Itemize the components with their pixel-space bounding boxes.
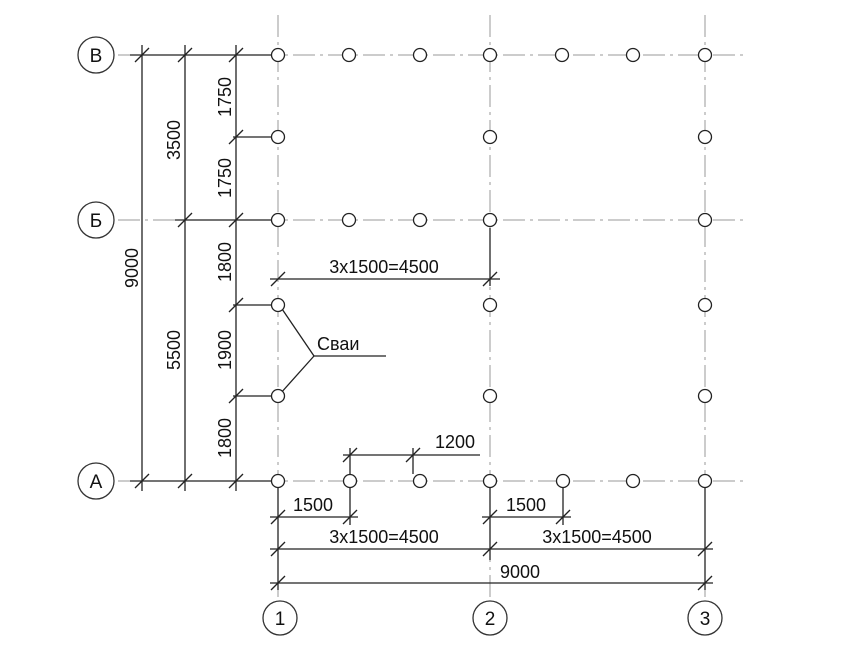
pile (482, 47, 498, 63)
dim-1200: 1200 (435, 432, 475, 452)
dim-1900: 1900 (215, 330, 235, 370)
pile (270, 47, 286, 63)
pile (555, 473, 571, 489)
pile (342, 473, 358, 489)
pile (625, 473, 641, 489)
column-axis-bubbles: 1 2 3 (262, 600, 723, 636)
pile (412, 473, 428, 489)
dim-1750-top: 1750 (215, 77, 235, 117)
dim-5500: 5500 (164, 330, 184, 370)
piles (270, 47, 713, 489)
pile (482, 212, 498, 228)
pile (270, 129, 286, 145)
pile (482, 388, 498, 404)
pile (412, 212, 428, 228)
dim-1500-right: 1500 (506, 495, 546, 515)
axis-bubble-1 (262, 600, 298, 636)
inner-dimension-row-b (270, 228, 500, 287)
axis-bubble-a (77, 462, 115, 500)
pile (697, 47, 713, 63)
dim-4500-right: 3x1500=4500 (542, 527, 652, 547)
piles-callout-leader (279, 305, 386, 395)
pile (554, 47, 570, 63)
pile (341, 47, 357, 63)
axis-label-1: 1 (275, 609, 286, 630)
bottom-dimension-chains (270, 488, 713, 591)
pile (697, 129, 713, 145)
dim-1800-bottom: 1800 (215, 418, 235, 458)
pile (697, 473, 713, 489)
axis-label-3: 3 (700, 609, 711, 630)
row-axis-bubbles: В Б А (77, 36, 115, 500)
pile (270, 473, 286, 489)
pile (412, 47, 428, 63)
pile (697, 212, 713, 228)
pile (341, 212, 357, 228)
pile (482, 473, 498, 489)
dim-9000-vertical: 9000 (122, 248, 142, 288)
axis-label-a: А (90, 472, 103, 493)
axis-label-2: 2 (485, 609, 496, 630)
pile (482, 297, 498, 313)
dim-4500-left: 3x1500=4500 (329, 527, 439, 547)
axis-bubble-2 (472, 600, 508, 636)
dim-1500-left: 1500 (293, 495, 333, 515)
axis-label-v: В (90, 46, 103, 67)
pile (270, 212, 286, 228)
dim-3500: 3500 (164, 120, 184, 160)
pile (697, 297, 713, 313)
axis-bubble-v (77, 36, 115, 74)
axis-grid-lines (118, 15, 748, 600)
left-dimension-chains (130, 45, 278, 491)
axis-label-b: Б (90, 211, 102, 232)
dim-4500-inner: 3x1500=4500 (329, 257, 439, 277)
dim-9000-horizontal: 9000 (500, 562, 540, 582)
pile (270, 388, 286, 404)
pile (270, 297, 286, 313)
pile (625, 47, 641, 63)
pile-gap-dimension (342, 447, 480, 474)
dim-1750-bottom: 1750 (215, 158, 235, 198)
axis-bubble-3 (687, 600, 723, 636)
pile (697, 388, 713, 404)
dim-1800-top: 1800 (215, 242, 235, 282)
axis-bubble-b (77, 201, 115, 239)
piles-callout-label: Сваи (317, 334, 359, 354)
pile (482, 129, 498, 145)
